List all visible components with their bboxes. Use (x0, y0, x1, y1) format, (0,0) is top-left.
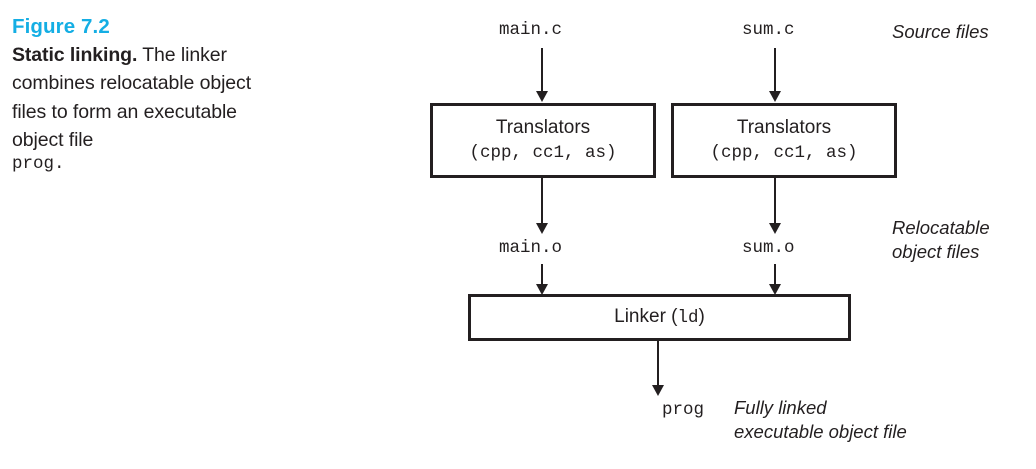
linker-title: Linker (ld) (614, 305, 705, 329)
side-label-relocatable-line1: Relocatable (892, 217, 990, 238)
caption-lead: Static linking. (12, 44, 138, 67)
caption-body-text: The linker combines relocatable object f… (12, 44, 252, 151)
translator-right-subtitle: (cpp, cc1, as) (710, 142, 858, 163)
object-file-sum-o: sum.o (742, 238, 795, 258)
source-file-sum-c: sum.c (742, 20, 795, 40)
side-label-fully-linked-executable: Fully linked executable object file (734, 396, 907, 443)
source-file-main-c: main.c (499, 20, 563, 40)
translator-box-left: Translators (cpp, cc1, as) (430, 103, 656, 178)
translator-box-right: Translators (cpp, cc1, as) (671, 103, 897, 178)
caption-program-name: prog. (12, 153, 65, 174)
translator-right-title: Translators (736, 117, 832, 139)
figure-number: Figure 7.2 (12, 15, 110, 38)
side-label-relocatable-object-files: Relocatable object files (892, 216, 990, 263)
object-file-main-o: main.o (499, 238, 563, 258)
linker-title-prefix: Linker ( (614, 306, 678, 328)
linker-title-command: ld (677, 308, 699, 329)
side-label-source-files: Source files (892, 21, 989, 42)
side-label-relocatable-line2: object files (892, 240, 980, 262)
executable-prog: prog (662, 400, 705, 420)
translator-left-subtitle: (cpp, cc1, as) (469, 142, 617, 163)
caption-text: Static linking. The linker combines relo… (12, 41, 280, 153)
side-label-executable-line2: executable object file (734, 420, 907, 442)
side-label-executable-line1: Fully linked (734, 397, 827, 418)
linker-box: Linker (ld) (468, 294, 851, 341)
linker-title-suffix: ) (698, 306, 705, 328)
figure-caption: Figure 7.2 Static linking. The linker co… (12, 14, 280, 174)
translator-left-title: Translators (495, 117, 591, 139)
